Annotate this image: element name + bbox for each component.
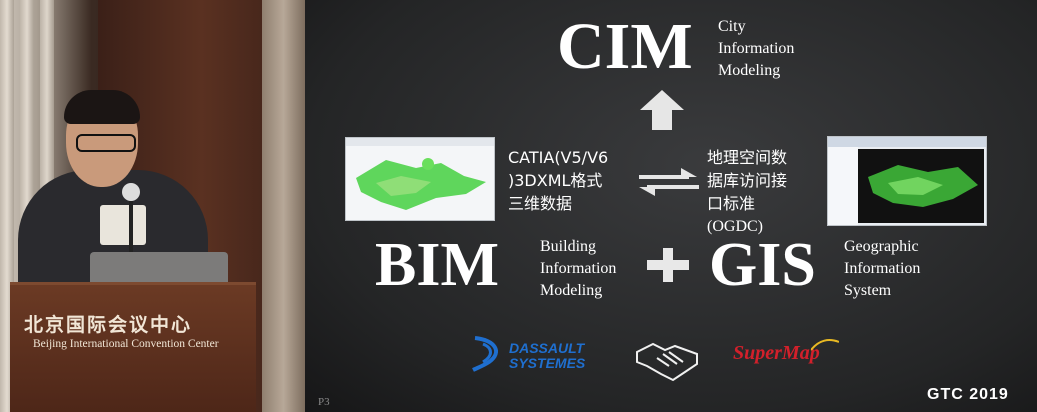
- speaker-hair: [64, 90, 140, 124]
- microphone-icon: [122, 183, 140, 201]
- gis-word-2: Information: [844, 260, 921, 277]
- exchange-arrows-icon: [639, 168, 699, 196]
- glasses: [76, 134, 136, 152]
- dassault-logo-line-2: SYSTEMES: [509, 355, 586, 371]
- presentation-slide: CIM City Information Modeling CATIA(V5/V…: [305, 0, 1037, 412]
- catia-text-line-2: )3DXML格式: [508, 171, 603, 190]
- bim-acronym: BIM: [375, 231, 499, 299]
- pillar: [262, 0, 305, 412]
- cim-acronym: CIM: [557, 10, 693, 83]
- catia-text-line-1: CATIA(V5/V6: [508, 148, 609, 167]
- supermap-screenshot: [827, 136, 987, 226]
- cim-word-1: City: [718, 18, 746, 35]
- page-number: P3: [318, 396, 330, 408]
- catia-text-line-3: 三维数据: [508, 194, 573, 213]
- ogdc-text-line-3: 口标准: [707, 194, 756, 213]
- terrain-model-right: [828, 137, 986, 225]
- bim-word-2: Information: [540, 260, 617, 277]
- podium: [10, 282, 256, 412]
- cim-word-2: Information: [718, 40, 795, 57]
- arrow-up-icon: [640, 90, 684, 130]
- bim-word-3: Modeling: [540, 282, 603, 299]
- plus-bar-vertical: [663, 248, 673, 282]
- terrain-model-left: [346, 138, 494, 210]
- dassault-logo-line-1: DASSAULT: [509, 340, 585, 356]
- ogdc-text-line-1: 地理空间数: [707, 148, 788, 167]
- microphone-stand: [129, 194, 133, 254]
- catia-screenshot: [345, 137, 495, 221]
- event-logo: GTC 2019: [927, 386, 1009, 403]
- speaker-photo: 北京国际会议中心 Beijing International Conventio…: [0, 0, 305, 412]
- plus-icon: [647, 248, 689, 282]
- supermap-logo: SuperMap: [733, 342, 820, 364]
- gis-acronym: GIS: [709, 231, 816, 299]
- name-badge: [100, 205, 146, 245]
- gis-word-3: System: [844, 282, 892, 299]
- ogdc-text-line-2: 据库访问接: [707, 171, 788, 190]
- handshake-icon: [636, 342, 698, 382]
- bim-word-1: Building: [540, 238, 597, 255]
- ogdc-text-line-4: (OGDC): [707, 218, 763, 235]
- dassault-logo-icon: [472, 336, 498, 372]
- podium-english-name: Beijing International Convention Center: [33, 338, 219, 350]
- podium-chinese-name: 北京国际会议中心: [24, 314, 193, 336]
- gis-word-1: Geographic: [844, 238, 919, 255]
- supermap-swoosh-icon: [811, 339, 839, 351]
- laptop: [90, 252, 228, 286]
- cim-word-3: Modeling: [718, 62, 781, 79]
